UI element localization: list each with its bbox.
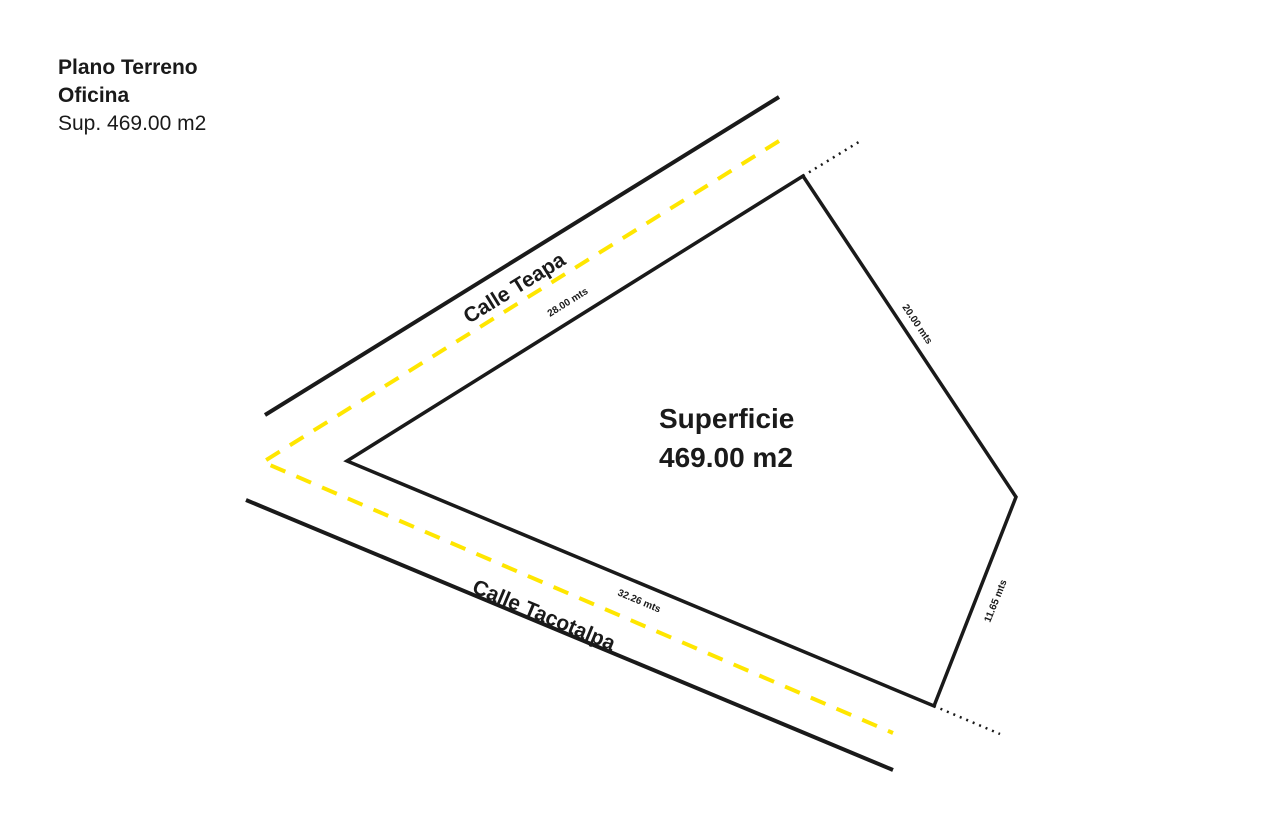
title-block: Plano Terreno Oficina Sup. 469.00 m2 [58,54,206,138]
calle-teapa-edge [263,95,781,417]
plan-surface-summary: Sup. 469.00 m2 [58,112,207,135]
plan-title: Plano Terreno [58,56,198,79]
north-boundary-extension [802,138,863,178]
area-value: 469.00 m2 [659,442,793,473]
area-label: Superficie [659,403,794,434]
calle-tacotalpa-edge [245,498,894,772]
south-boundary-extension [933,704,1001,736]
calle-tacotalpa-label: Calle Tacotalpa [469,575,619,655]
plan-subject: Oficina [58,84,130,107]
east-side-dimension: 20.00 mts [900,303,935,347]
street-centerline [258,139,894,735]
south-side-dimension: 32.26 mts [616,588,663,616]
lot-boundary [343,173,1018,709]
southeast-side-dimension: 11.65 mts [983,578,1010,624]
